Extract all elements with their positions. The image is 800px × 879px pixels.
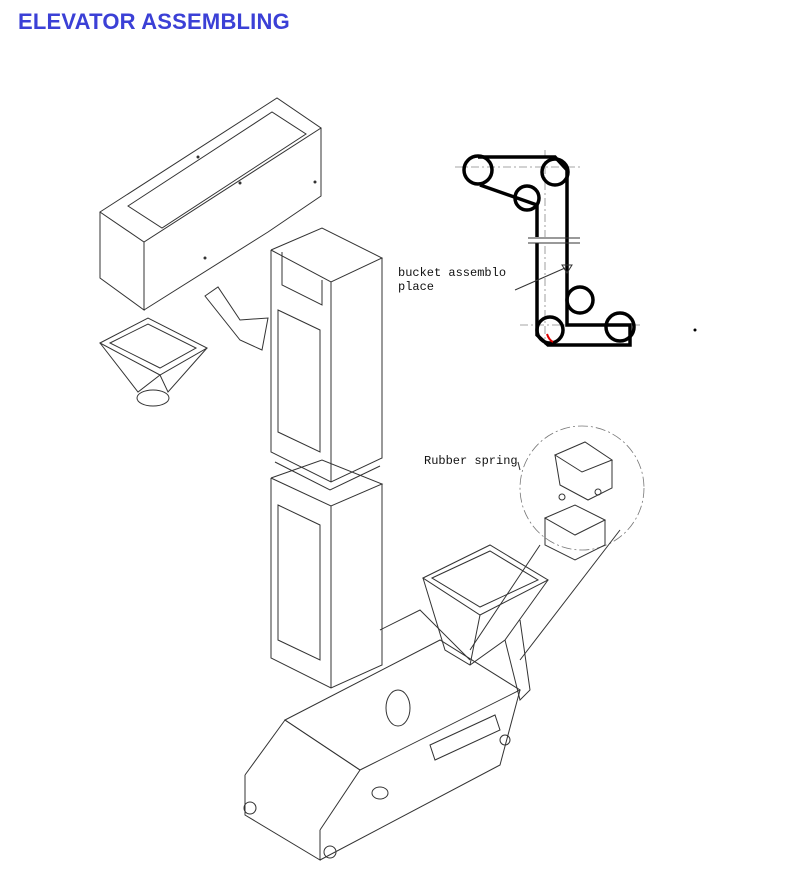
- feed-hopper: [421, 544, 550, 701]
- rubber-spring-label: Rubber spring: [424, 454, 518, 468]
- feed-funnel: [98, 317, 209, 407]
- page-title: ELEVATOR ASSEMBLING: [18, 9, 290, 34]
- lower-column: [270, 459, 384, 689]
- base-conveyor: [243, 609, 522, 861]
- belt-path-diagram: [455, 150, 697, 347]
- bucket-assemble-label: bucket assemblo place: [398, 266, 506, 294]
- bucket-label-line2: place: [398, 280, 435, 294]
- bucket-label-line1: bucket assemblo: [398, 266, 507, 280]
- rubber-spring-detail: [469, 425, 645, 661]
- head-box: [99, 97, 322, 311]
- upper-column: [270, 227, 384, 491]
- discharge-chute: [204, 286, 269, 351]
